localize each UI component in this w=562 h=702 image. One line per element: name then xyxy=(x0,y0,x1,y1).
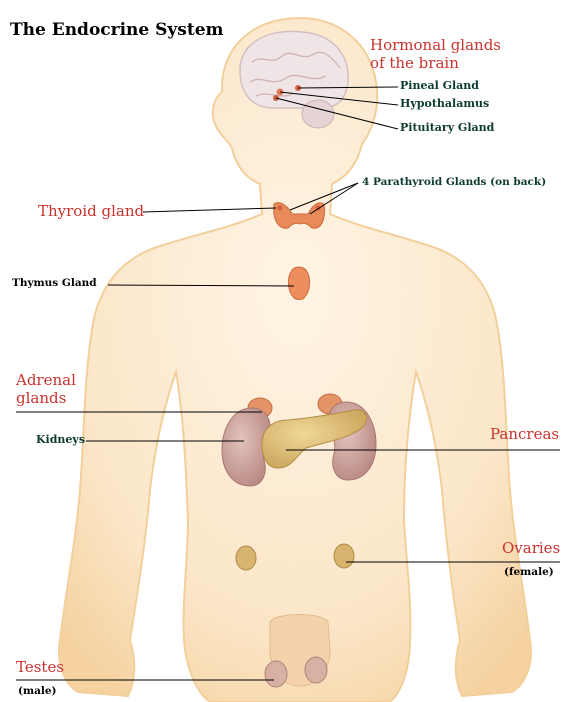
label-parathyroid: 4 Parathyroid Glands (on back) xyxy=(362,176,546,188)
diagram-title: The Endocrine System xyxy=(10,21,224,41)
label-hormonal-glands: Hormonal glands xyxy=(370,37,501,54)
thyroid-leader xyxy=(143,208,276,212)
label-thyroid-gland: Thyroid gland xyxy=(38,203,144,220)
label-female: (female) xyxy=(504,566,554,578)
cerebellum xyxy=(302,100,334,128)
brain xyxy=(240,31,348,108)
label-male: (male) xyxy=(18,685,57,697)
label-ovaries: Ovaries xyxy=(502,540,560,557)
label-pineal-gland: Pineal Gland xyxy=(400,80,479,93)
label-pituitary-gland: Pituitary Gland xyxy=(400,122,494,135)
label-testes: Testes xyxy=(16,659,64,676)
label-thymus-gland: Thymus Gland xyxy=(12,277,97,289)
ovary-right xyxy=(334,544,354,568)
label-kidneys: Kidneys xyxy=(36,434,85,447)
label-adrenal-glands: glands xyxy=(16,390,66,407)
testis-right xyxy=(305,657,327,683)
thymus-gland xyxy=(288,267,309,300)
label-of-the-brain: of the brain xyxy=(370,55,459,72)
label-hypothalamus: Hypothalamus xyxy=(400,98,489,111)
label-pancreas: Pancreas xyxy=(490,426,559,443)
label-adrenal: Adrenal xyxy=(16,372,76,389)
ovary-left xyxy=(236,546,256,570)
testis-left xyxy=(265,661,287,687)
